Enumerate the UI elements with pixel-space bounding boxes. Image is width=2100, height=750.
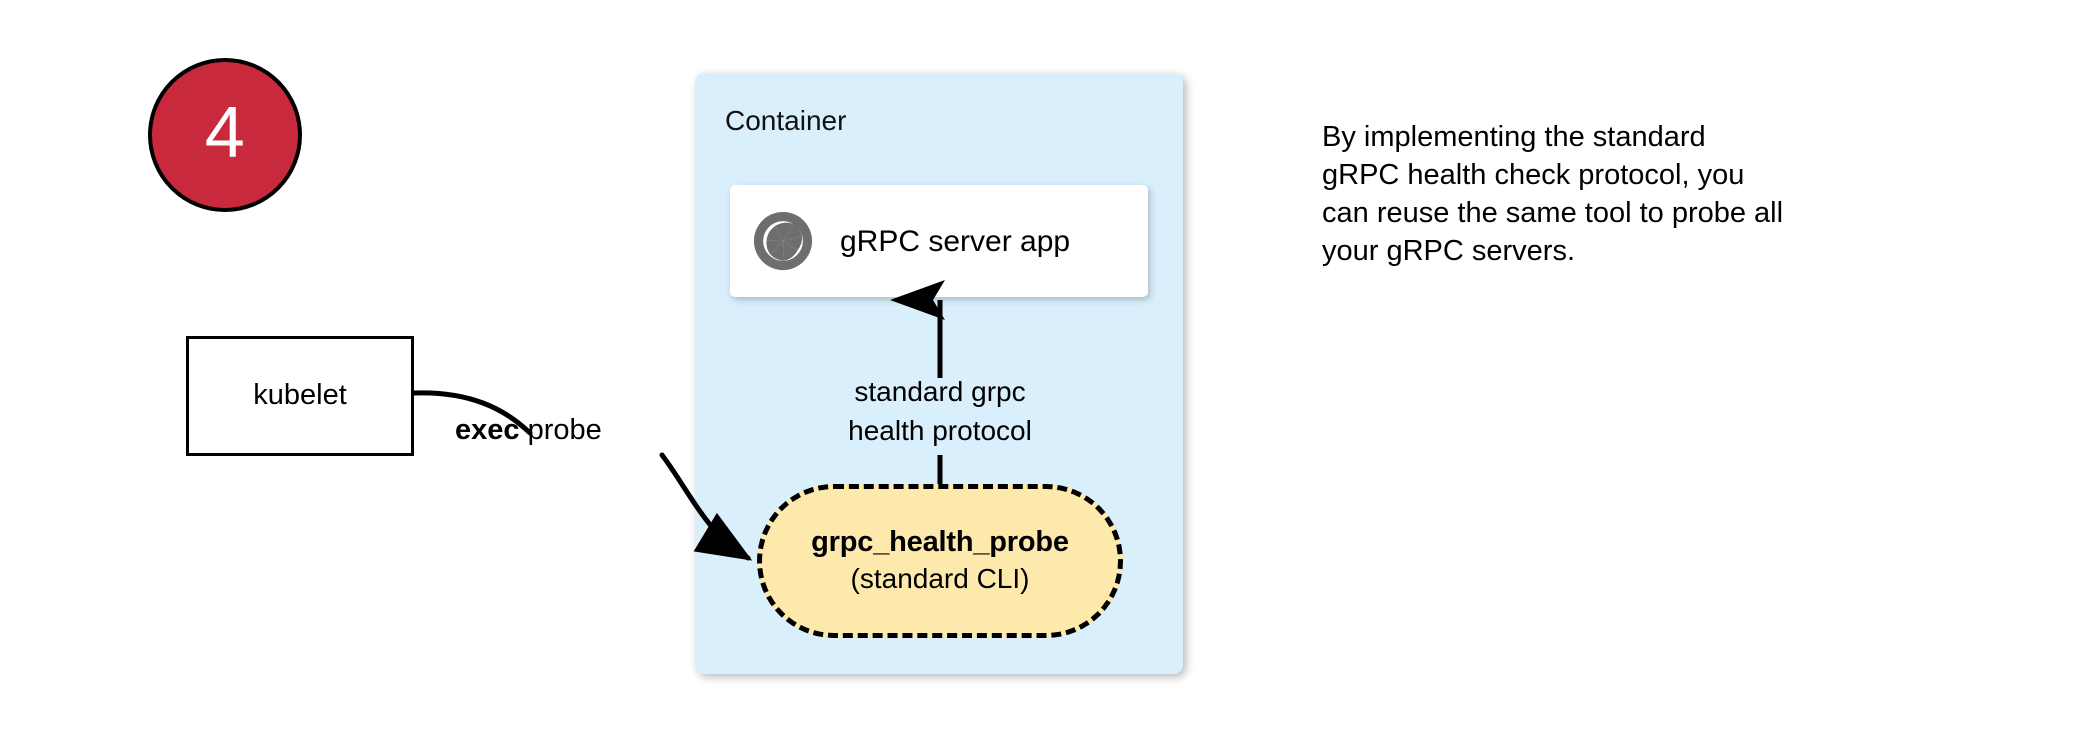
exec-probe-suffix: probe [519, 414, 602, 446]
step-number-badge: 4 [148, 58, 302, 212]
step-number-label: 4 [204, 93, 246, 173]
health-protocol-edge-label: standard grpc health protocol [790, 372, 1090, 450]
annotation-line-3: can reuse the same tool to probe all [1322, 197, 1784, 229]
kubelet-node: kubelet [186, 336, 414, 456]
kubelet-label: kubelet [253, 379, 347, 412]
annotation-line-4: your gRPC servers. [1322, 235, 1576, 267]
grpc-health-probe-node: grpc_health_probe (standard CLI) [757, 484, 1123, 638]
exec-probe-keyword: exec [455, 414, 520, 446]
annotation-text: By implementing the standard gRPC health… [1322, 118, 1902, 270]
grpc-health-probe-subtitle: (standard CLI) [850, 563, 1030, 595]
annotation-line-1: By implementing the standard [1322, 121, 1706, 153]
annotation-line-2: gRPC health check protocol, you [1322, 159, 1745, 191]
grpc-server-app-node: gRPC server app [730, 185, 1148, 297]
health-protocol-line-1: standard grpc [854, 376, 1026, 407]
health-protocol-line-2: health protocol [848, 415, 1032, 446]
grpc-aperture-icon [753, 211, 813, 271]
grpc-server-app-label: gRPC server app [840, 224, 1071, 258]
exec-probe-edge-label: exec probe [455, 414, 602, 447]
container-title: Container [725, 105, 847, 136]
grpc-health-probe-title: grpc_health_probe [811, 526, 1069, 559]
